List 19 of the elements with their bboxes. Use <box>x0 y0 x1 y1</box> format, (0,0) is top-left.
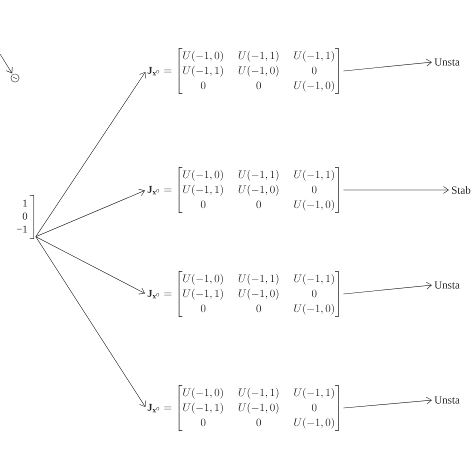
arrow <box>343 396 432 408</box>
result-label: Unsta <box>434 281 460 289</box>
arrow <box>343 58 432 72</box>
result-label: Unsta <box>434 58 460 66</box>
jacobian-matrix: $\mathbf{J}_{\mathbf{x}^{0}} = \begin{bmatrix} U(-1,0) & U(-1,1) & U(-1,1) \\ U(-1,1) & U(-1,0) & 0 \\ 0 & 0 & U(-1,0) \end{bmatrix}$ <box>148 385 339 431</box>
arrow <box>35 236 146 294</box>
jacobian-matrix: $\mathbf{J}_{\mathbf{x}^{0}} = \begin{bmatrix} U(-1,0) & U(-1,1) & U(-1,1) \\ U(-1,1) & U(-1,0) & 0 \\ 0 & 0 & U(-1,0) \end{bmatrix}$ <box>148 271 339 317</box>
circle-symbol <box>10 74 20 82</box>
arrow <box>35 189 146 237</box>
jacobian-matrix: $\mathbf{J}_{\mathbf{x}^{0}} = \begin{bmatrix} U(-1,0) & U(-1,1) & U(-1,1) \\ U(-1,1) & U(-1,0) & 0 \\ 0 & 0 & U(-1,0) \end{bmatrix}$ <box>148 48 339 94</box>
arrow <box>343 282 432 294</box>
arrow <box>35 72 146 237</box>
result-label: Stab <box>452 186 470 194</box>
arrow <box>35 236 146 408</box>
arrow <box>0 54 13 74</box>
initial-vector: 1 0 −1 <box>16 195 34 239</box>
arrow <box>343 186 449 194</box>
jacobian-matrix: $\mathbf{J}_{\mathbf{x}^{0}} = \begin{bmatrix} U(-1,0) & U(-1,1) & U(-1,1) \\ U(-1,1) & U(-1,0) & 0 \\ 0 & 0 & U(-1,0) \end{bmatrix}$ <box>148 167 339 213</box>
result-label: Unsta <box>434 396 460 404</box>
